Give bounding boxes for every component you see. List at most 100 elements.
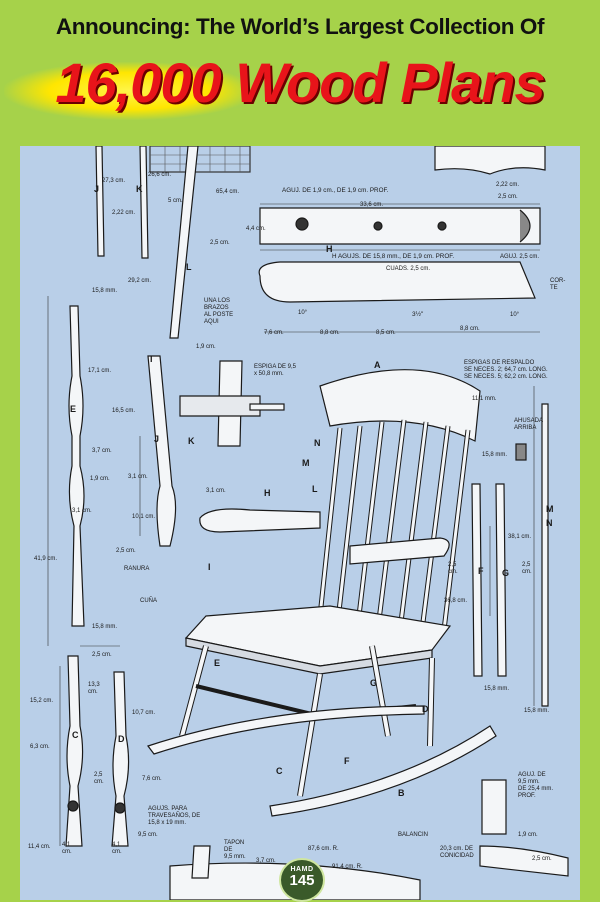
plan-labels: 27,3 cm.26,6 cm.2,22 cm.5 cm.65,4 cm.AGU…: [28, 172, 565, 870]
plan-label-dim-7-6b: 7,6 cm.: [142, 776, 162, 782]
plan-label-dim-15-2: 15,2 cm.: [30, 698, 53, 704]
plan-label-dim-10-7: 10,7 cm.: [132, 710, 155, 716]
leg-d: [111, 671, 130, 847]
part-letter-5: I: [150, 354, 153, 364]
plan-label-dim-2-5c: 2,5 cm.: [116, 548, 136, 554]
chair-arm-left: [199, 508, 321, 533]
part-letter-14: B: [398, 788, 405, 798]
part-letter-24: M: [546, 504, 554, 514]
chair-arm-right: [349, 537, 450, 565]
badge-number: 145: [289, 872, 315, 889]
plan-label-dim-9-5: 9,5 cm.: [138, 832, 158, 838]
part-letter-19: G: [370, 678, 377, 688]
plan-label-dim-1-9a: 1,9 cm.: [196, 344, 216, 350]
plan-parts: [65, 146, 569, 900]
part-letter-6: J: [154, 434, 159, 444]
leg-c: [65, 655, 84, 847]
rocker-right-b: [269, 725, 497, 817]
plan-label-dim-1-9b: 1,9 cm.: [90, 476, 110, 482]
top-right-part: [434, 146, 546, 175]
plan-label-corte: COR-TE: [550, 278, 565, 291]
hamd-badge: HAMD 145: [279, 858, 325, 902]
spindle-j: [95, 146, 105, 257]
plan-label-dim-87-6: 87,6 cm. R.: [308, 846, 339, 852]
part-letter-13: I: [208, 562, 211, 572]
plan-drawing: 27,3 cm.26,6 cm.2,22 cm.5 cm.65,4 cm.AGU…: [28, 146, 569, 900]
plan-label-aguj-2: H AGUJS. DE 15,8 mm., DE 1,9 cm. PROF.: [332, 253, 454, 260]
plan-label-dim-11-1: 11,1 mm.: [472, 396, 497, 402]
plan-label-dim-2-22b: 2,22 cm.: [496, 182, 519, 188]
part-letter-21: D: [118, 734, 125, 744]
plan-label-dim-6-3: 6,3 cm.: [30, 744, 50, 750]
plan-label-dim-10b: 10°: [510, 312, 520, 318]
plan-label-dim-2-5f: 2,5 cm.: [92, 652, 112, 658]
part-letter-15: C: [276, 766, 283, 776]
plan-label-dim-36-8: 36,8 cm.: [444, 598, 467, 604]
plan-label-dim-5: 5 cm.: [168, 198, 183, 204]
plan-label-dim-27-3: 27,3 cm.: [102, 178, 125, 184]
chair-crest-a: [319, 369, 481, 442]
plan-label-dim-65-4: 65,4 cm.: [216, 189, 239, 195]
rocker-left: [147, 705, 425, 755]
spindle-k: [139, 146, 149, 259]
arm-h-top: [259, 207, 541, 245]
header-banner: Announcing: The World’s Largest Collecti…: [0, 0, 600, 140]
part-letter-16: D: [422, 704, 429, 714]
plan-label-dim-41-9: 41,9 cm.: [34, 556, 57, 562]
yellow-burst-highlight: [4, 62, 254, 120]
aguj-detail-block: [481, 779, 507, 835]
part-letter-2: L: [186, 262, 192, 272]
plan-label-dim-10a: 10°: [298, 310, 308, 316]
big-number: 16,000: [55, 51, 221, 114]
spindle-m-n: [541, 403, 549, 707]
badge-top-text: HAMD: [290, 866, 314, 873]
plan-label-cuna: CUÑA: [140, 597, 157, 604]
plan-label-dim-38-1: 38,1 cm.: [508, 534, 531, 540]
plan-label-balancin: BALANCIN: [398, 832, 428, 838]
plan-label-aguj-3: AGUJ. 2,5 cm.: [500, 254, 539, 260]
part-letter-20: C: [72, 730, 79, 740]
big-title: 16,000 Wood Plans: [0, 50, 600, 116]
part-letter-3: H: [326, 244, 333, 254]
plan-label-cuads: CUADS. 2,5 cm.: [386, 266, 430, 272]
spindle-g: [495, 483, 507, 677]
plan-label-dim-91-4: 91,4 cm. R.: [332, 864, 363, 870]
part-letter-18: F: [344, 756, 350, 766]
part-letter-8: A: [374, 360, 381, 370]
part-letter-9: N: [314, 438, 321, 448]
plan-label-dim-3-1b: 3,1 cm.: [72, 508, 92, 514]
plan-label-dim-3-7b: 3,7 cm.: [256, 858, 276, 864]
plan-label-dim-29-2: 29,2 cm.: [128, 278, 151, 284]
arm-h-side: [258, 261, 536, 303]
plan-label-dim-4-4: 4,4 cm.: [246, 226, 266, 232]
part-letter-12: H: [264, 488, 271, 498]
plan-label-dim-15-8b: 15,8 mm.: [92, 624, 117, 630]
part-letter-7: K: [188, 436, 195, 446]
tapon-peg: [191, 845, 211, 879]
part-letter-0: J: [94, 184, 99, 194]
part-letter-10: M: [302, 458, 310, 468]
part-letter-4: E: [70, 404, 76, 414]
plan-label-dim-15-8c: 15,8 mm.: [482, 452, 507, 458]
part-letter-23: G: [502, 568, 509, 578]
plan-label-dim-8-8a: 8,8 cm.: [320, 330, 340, 336]
plan-label-dim-3-7: 3,7 cm.: [92, 448, 112, 454]
part-letter-25: N: [546, 518, 553, 528]
plan-label-dim-3-1a: 3,1 cm.: [128, 474, 148, 480]
part-letter-22: F: [478, 566, 484, 576]
plan-label-dim-1-9c: 1,9 cm.: [518, 832, 538, 838]
part-letter-11: L: [312, 484, 318, 494]
plan-label-dim-10-1: 10,1 cm.: [132, 514, 155, 520]
plan-label-dim-15-8e: 15,8 mm.: [524, 708, 549, 714]
big-text: Wood Plans: [235, 51, 545, 114]
plan-label-dim-8-5: 8,5 cm.: [376, 330, 396, 336]
